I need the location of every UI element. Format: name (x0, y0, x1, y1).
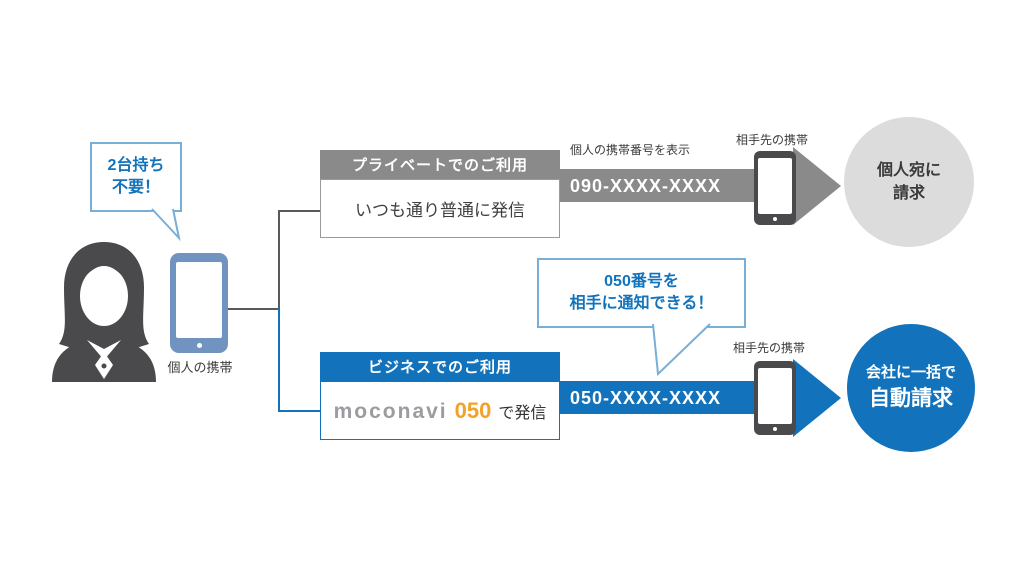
moconavi-050-label: 050 (454, 397, 492, 423)
person-icon (52, 242, 156, 382)
private-billing-line: 個人宛に (876, 161, 941, 179)
phone-home-button (773, 217, 777, 221)
business-billing-line: 自動請求 (869, 386, 953, 410)
speech-bubble-line: 050番号を (604, 273, 679, 291)
phone-screen (176, 262, 222, 338)
private-flow-method-label: いつも通り普通に発信 (355, 201, 525, 220)
speech-bubble-050-notify: 050番号を 相手に通知できる！ (537, 258, 746, 328)
business-flow-number: 050-XXXX-XXXX (570, 388, 722, 408)
moconavi-logo: moconavi (333, 399, 448, 423)
personal-phone-label: 個人の携帯 (167, 360, 233, 375)
private-flow-arrow (560, 147, 841, 225)
business-flow-method-box: moconavi 050 で発信 (320, 381, 560, 440)
speech-bubble-tail (151, 208, 181, 242)
speech-bubble-line: 2台持ち (107, 157, 165, 175)
business-flow-arrow (560, 359, 841, 437)
moconavi-logo-row: moconavi 050 で発信 (334, 398, 547, 424)
phone-home-button (196, 343, 202, 348)
speech-bubble-line: 不要！ (111, 179, 160, 196)
recipient-phone-label-bottom: 相手先の携帯 (733, 341, 806, 355)
business-flow-header-label: ビジネスでのご利用 (367, 359, 512, 376)
recipient-phone-label-top: 相手先の携帯 (736, 133, 809, 147)
private-flow-header-label: プライベートでのご利用 (351, 157, 528, 174)
private-billing-line: 請求 (892, 185, 925, 202)
private-flow-method-box: いつも通り普通に発信 (320, 179, 560, 238)
speech-bubble-050-tail (652, 323, 711, 377)
recipient-smartphone-icon-bottom (754, 361, 796, 435)
speech-bubble-line: 相手に通知できる！ (569, 295, 714, 312)
phone-home-button (773, 427, 777, 431)
business-method-suffix: で発信 (498, 404, 547, 422)
caller-id-note: 個人の携帯番号を表示 (570, 143, 691, 157)
private-flow-header: プライベートでのご利用 (320, 150, 560, 179)
recipient-smartphone-icon-top (754, 151, 796, 225)
personal-smartphone-icon (170, 253, 228, 353)
business-flow-header: ビジネスでのご利用 (320, 352, 560, 381)
phone-screen (758, 368, 792, 424)
business-billing-line: 会社に一括で (865, 363, 956, 381)
phone-screen (758, 158, 792, 214)
business-billing-circle: 会社に一括で 自動請求 (847, 324, 975, 452)
private-flow-number: 090-XXXX-XXXX (570, 176, 722, 196)
private-billing-circle: 個人宛に 請求 (844, 117, 974, 247)
speech-bubble-two-phones: 2台持ち 不要！ (90, 142, 182, 212)
